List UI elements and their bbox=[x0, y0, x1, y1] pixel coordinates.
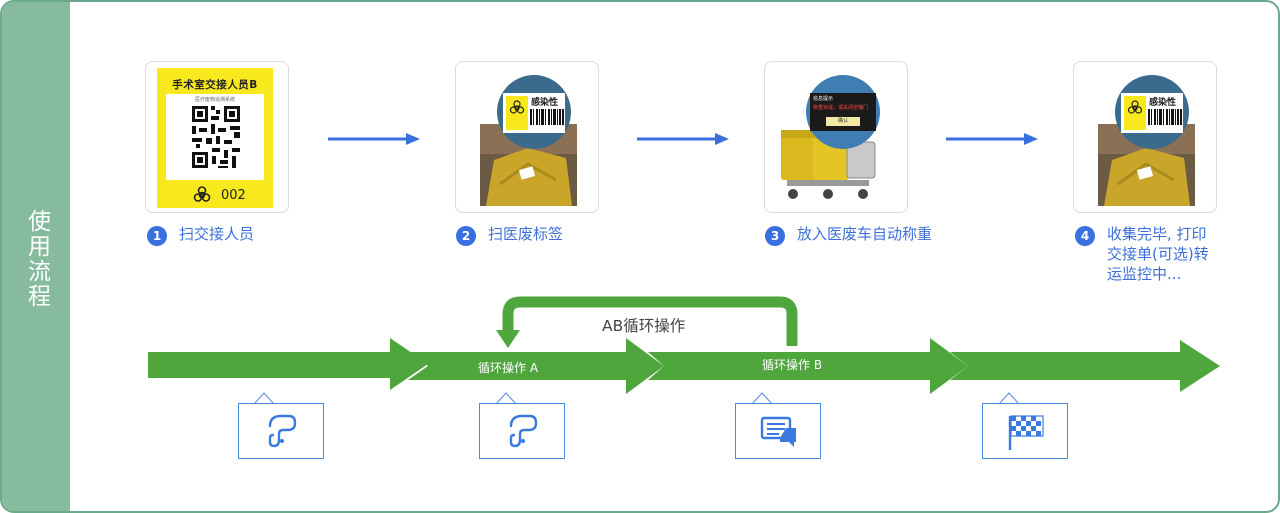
handover-subtitle: 医疗废物追溯系统 bbox=[194, 97, 235, 103]
finish-flag-icon bbox=[1008, 415, 1044, 450]
scale-warning: 称重完成，请关闭空桶门 bbox=[813, 105, 869, 111]
step-label: 扫交接人员 bbox=[179, 225, 255, 243]
timeline-segment-start bbox=[148, 338, 428, 390]
infection-label-text: 感染性 bbox=[1149, 98, 1177, 108]
timeline-segment-b bbox=[648, 338, 968, 394]
waste-label-card: 感染性 bbox=[455, 61, 599, 213]
step-2: 2 扫医废标签 bbox=[456, 224, 563, 246]
callout-notch bbox=[254, 392, 274, 404]
icon-box-2 bbox=[479, 403, 565, 459]
handover-title: 手术室交接人员B bbox=[172, 79, 258, 91]
infection-label: 感染性 bbox=[1121, 93, 1183, 133]
scan-icon bbox=[268, 414, 297, 448]
callout-notch bbox=[752, 392, 772, 404]
step-label: 放入医废车自动称重 bbox=[797, 225, 933, 243]
step-number-badge: 4 bbox=[1075, 226, 1095, 246]
flow-arrow-icon bbox=[637, 133, 729, 145]
step-number-badge: 1 bbox=[147, 226, 167, 246]
arrow-a-label: 循环操作 A bbox=[478, 361, 539, 375]
step-label: 扫医废标签 bbox=[488, 225, 564, 243]
loop-timeline bbox=[148, 296, 1220, 394]
scale-screen: 信息提示 称重完成，请关闭空桶门 确认 bbox=[810, 93, 876, 131]
step-number-badge: 2 bbox=[456, 226, 476, 246]
callout-notch bbox=[496, 392, 516, 404]
timeline-segment-a bbox=[408, 338, 664, 394]
handover-number: 002 bbox=[221, 188, 246, 203]
icon-box-4 bbox=[982, 403, 1068, 459]
biohazard-icon bbox=[506, 96, 528, 130]
side-title: 使用流程 bbox=[23, 208, 50, 309]
infection-label-text: 感染性 bbox=[531, 98, 559, 108]
scale-screen-title: 信息提示 bbox=[813, 96, 834, 102]
message-icon bbox=[760, 416, 796, 447]
flow-arrow-icon bbox=[328, 133, 420, 145]
transfer-card: 感染性 bbox=[1073, 61, 1217, 213]
icon-box-1 bbox=[238, 403, 324, 459]
icon-box-3 bbox=[735, 403, 821, 459]
scale-confirm-button[interactable]: 确认 bbox=[826, 117, 860, 126]
biohazard-icon bbox=[1124, 96, 1146, 130]
step-3: 3 放入医废车自动称重 bbox=[765, 224, 932, 246]
loop-label: AB循环操作 bbox=[602, 317, 686, 335]
scan-icon bbox=[509, 414, 538, 448]
callout-notch bbox=[999, 392, 1019, 404]
step-number-badge: 3 bbox=[765, 226, 785, 246]
side-tab: 使用流程 bbox=[2, 2, 70, 511]
step-4: 4 收集完毕, 打印交接单(可选)转运监控中... bbox=[1075, 224, 1219, 284]
label-magnifier: 感染性 bbox=[497, 75, 571, 149]
step-label: 收集完毕, 打印交接单(可选)转运监控中... bbox=[1107, 225, 1209, 283]
infection-label: 感染性 bbox=[503, 93, 565, 133]
qr-code-icon bbox=[192, 106, 240, 168]
barcode-icon bbox=[1148, 109, 1182, 125]
handover-label: 手术室交接人员B 医疗废物追溯系统 bbox=[157, 68, 273, 208]
screen-magnifier: 信息提示 称重完成，请关闭空桶门 确认 bbox=[806, 75, 880, 149]
handover-card: 手术室交接人员B 医疗废物追溯系统 bbox=[145, 61, 289, 213]
barcode-icon bbox=[530, 109, 564, 125]
label-magnifier: 感染性 bbox=[1115, 75, 1189, 149]
arrow-b-label: 循环操作 B bbox=[762, 358, 823, 372]
biohazard-icon bbox=[193, 186, 211, 202]
loop-arrowhead bbox=[496, 330, 520, 348]
flow-arrow-icon bbox=[946, 133, 1038, 145]
timeline-segment-end bbox=[950, 340, 1220, 392]
qr-area: 医疗废物追溯系统 bbox=[166, 94, 264, 180]
loop-arrow bbox=[502, 296, 798, 346]
weighing-cart-card: 信息提示 称重完成，请关闭空桶门 确认 bbox=[764, 61, 908, 213]
step-1: 1 扫交接人员 bbox=[147, 224, 254, 246]
